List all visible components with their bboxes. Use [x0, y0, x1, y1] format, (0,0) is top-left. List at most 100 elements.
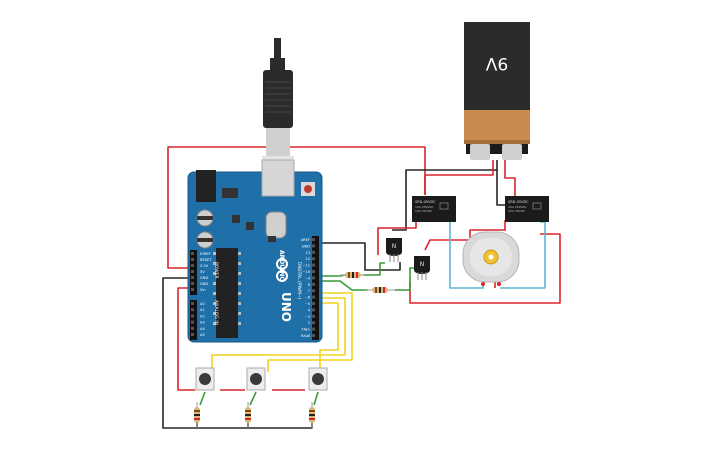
resistor-signal-2[interactable] [365, 287, 395, 293]
battery-band [464, 110, 530, 144]
wire-green-res-left [363, 262, 385, 276]
wire-yellow-2 [211, 297, 346, 372]
analog-pin-label-4: A4 [200, 327, 205, 331]
analog-pin-label-socket-2[interactable] [191, 314, 194, 318]
usb-socket [261, 159, 295, 197]
analog-pin-label-socket-0[interactable] [191, 302, 194, 305]
arduino-model-text: UNO [279, 292, 293, 322]
power-pin-label-1: RESET [200, 258, 212, 262]
power-pin-label-5: GND [200, 282, 208, 286]
power-pin-label-socket-5[interactable] [191, 282, 194, 285]
wire-green-pin-8 [318, 280, 368, 291]
power-pin-label-4: GND [200, 276, 208, 280]
digital-pin-label-socket-5[interactable] [312, 270, 315, 273]
analog-pin-label-socket-5[interactable] [191, 333, 194, 336]
digital-pin-label-socket-2[interactable] [312, 250, 315, 254]
crystal [265, 211, 287, 239]
wire-black-gnd-transistor [318, 242, 401, 271]
resistor-pulldown-1[interactable] [194, 402, 200, 428]
digital-pin-label-socket-4[interactable] [312, 263, 315, 267]
digital-pin-label-12: ~3 [305, 315, 310, 319]
digital-pin-label-socket-1[interactable] [312, 244, 315, 248]
transistor-left-body [386, 238, 402, 256]
digital-pin-label-socket-10[interactable] [312, 302, 315, 305]
dc-motor[interactable] [462, 231, 520, 286]
power-pin-label-0: IOREF [200, 252, 211, 256]
digital-pin-label-socket-12[interactable] [312, 314, 315, 318]
transistor-left-label: N [392, 243, 397, 250]
digital-pin-label-9: ~6 [305, 296, 311, 300]
digital-pin-label-6: ~9 [305, 276, 311, 280]
digital-pin-label-socket-15[interactable] [312, 334, 315, 337]
resistor-signal-1[interactable] [340, 272, 365, 278]
analog-pin-label-socket-1[interactable] [191, 308, 194, 312]
power-pin-label-socket-3[interactable] [191, 270, 194, 273]
transistor-left[interactable]: N [386, 238, 402, 262]
analog-pin-label-3: A3 [200, 321, 205, 325]
battery-cap [466, 144, 528, 154]
wire-red-5v-top [167, 146, 426, 269]
wire-black-battery-relay [392, 160, 498, 231]
wire-red-transistor-left [377, 220, 417, 255]
arduino-logo [276, 258, 288, 282]
wire-red-buttons [177, 287, 195, 391]
battery-terminal-right [502, 144, 522, 160]
power-pin-label-socket-4[interactable] [191, 276, 194, 279]
power-pin-label-socket-6[interactable] [191, 288, 194, 291]
digital-pin-label-0: AREF [301, 238, 310, 242]
wire-red-battery-right [504, 160, 516, 197]
arduino-uno-board[interactable]: ARDUINO UNO DIGITAL (PWM~) POWER ANALOG … [187, 159, 323, 343]
digital-pin-label-socket-0[interactable] [312, 238, 315, 241]
analog-pin-label-socket-3[interactable] [191, 320, 194, 324]
relay-right[interactable]: SRD-05VDC 10A 250VAC 10A 30VDC [505, 196, 549, 222]
digital-pin-label-socket-14[interactable] [312, 327, 315, 331]
resistor-pulldown-3[interactable] [309, 402, 315, 428]
relay-right-line-2: 10A 250VAC [508, 205, 527, 209]
battery-terminal-left [470, 144, 490, 160]
wire-yellow-1 [267, 292, 353, 372]
digital-pin-label-1: GND [302, 244, 310, 248]
resistor-pulldown-2[interactable] [245, 402, 251, 428]
transistor-right-body [414, 256, 430, 274]
wire-green-res-right [395, 267, 415, 291]
usb-cable-neck [270, 58, 285, 72]
power-pin-label-socket-0[interactable] [191, 252, 194, 255]
analog-pin-label-0: A0 [200, 302, 205, 306]
arduino-brand-text: ARDUINO [278, 250, 285, 281]
analog-pin-label-socket-4[interactable] [191, 326, 194, 330]
analog-pin-label-5: A5 [200, 333, 205, 337]
digital-pin-label-socket-13[interactable] [312, 321, 315, 325]
power-pin-label-3: 5V [200, 270, 205, 274]
digital-caption: DIGITAL (PWM~) [296, 262, 302, 300]
power-caption: POWER [213, 262, 219, 279]
push-button-1[interactable] [195, 367, 215, 391]
digital-pin-label-socket-3[interactable] [312, 257, 315, 261]
wire-red-motor-bottom [409, 233, 561, 304]
usb-cable-body [263, 70, 293, 128]
power-pin-label-socket-2[interactable] [191, 264, 194, 267]
wire-black-battery-relay2 [496, 170, 505, 206]
power-pin-label-6: Vin [200, 288, 206, 292]
push-button-3[interactable] [308, 367, 328, 391]
digital-pin-label-5: ~10 [302, 270, 310, 274]
digital-pin-label-socket-11[interactable] [312, 308, 315, 312]
digital-pin-label-socket-8[interactable] [312, 289, 315, 293]
push-button-2[interactable] [246, 367, 266, 391]
digital-pin-label-socket-7[interactable] [312, 282, 315, 286]
digital-pin-label-socket-6[interactable] [312, 276, 315, 280]
relay-left[interactable]: SRD-05VDC 10A 250VAC 10A 30VDC [412, 196, 456, 222]
relay-left-body [412, 196, 456, 222]
transistor-right[interactable]: N [414, 256, 430, 280]
digital-pin-label-socket-9[interactable] [312, 295, 315, 299]
wire-green-btn1 [199, 391, 206, 406]
battery-9v[interactable]: 9V [464, 22, 530, 160]
power-pin-label-socket-1[interactable] [191, 258, 194, 261]
wire-green-btn2 [249, 391, 257, 406]
reset-button-cap[interactable] [304, 185, 312, 193]
digital-header [312, 236, 319, 340]
relay-left-line-2: 10A 250VAC [415, 205, 434, 209]
wire-red-battery [424, 160, 494, 195]
